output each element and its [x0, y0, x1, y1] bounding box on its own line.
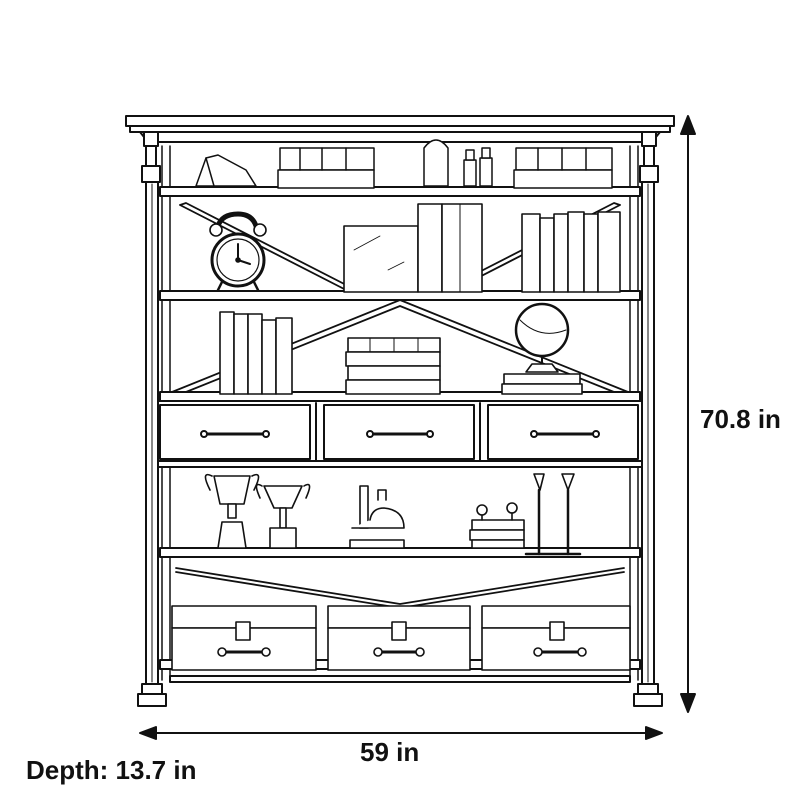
top-shelf-items [195, 139, 613, 189]
storage-trunks [171, 605, 631, 671]
trunk-middle [327, 605, 471, 671]
third-shelf-items [219, 302, 583, 395]
fourth-shelf-items [204, 473, 582, 556]
right-post [633, 131, 663, 707]
globe-icon [501, 302, 583, 395]
height-label: 70.8 in [700, 404, 781, 434]
height-dimension-arrow [680, 115, 696, 713]
alarm-clock-icon [209, 211, 267, 292]
width-label: 59 in [360, 737, 420, 767]
trophy-icon [255, 483, 311, 549]
second-shelf-items [209, 203, 621, 293]
left-post [137, 131, 167, 707]
drawer-section [157, 400, 643, 468]
top-cornice [125, 115, 675, 143]
width-dimension-arrow [139, 726, 663, 740]
trophy-icon [204, 473, 260, 549]
trunk-right [481, 605, 631, 671]
depth-label: Depth: 13.7 in [26, 755, 197, 785]
trunk-left [171, 605, 317, 671]
